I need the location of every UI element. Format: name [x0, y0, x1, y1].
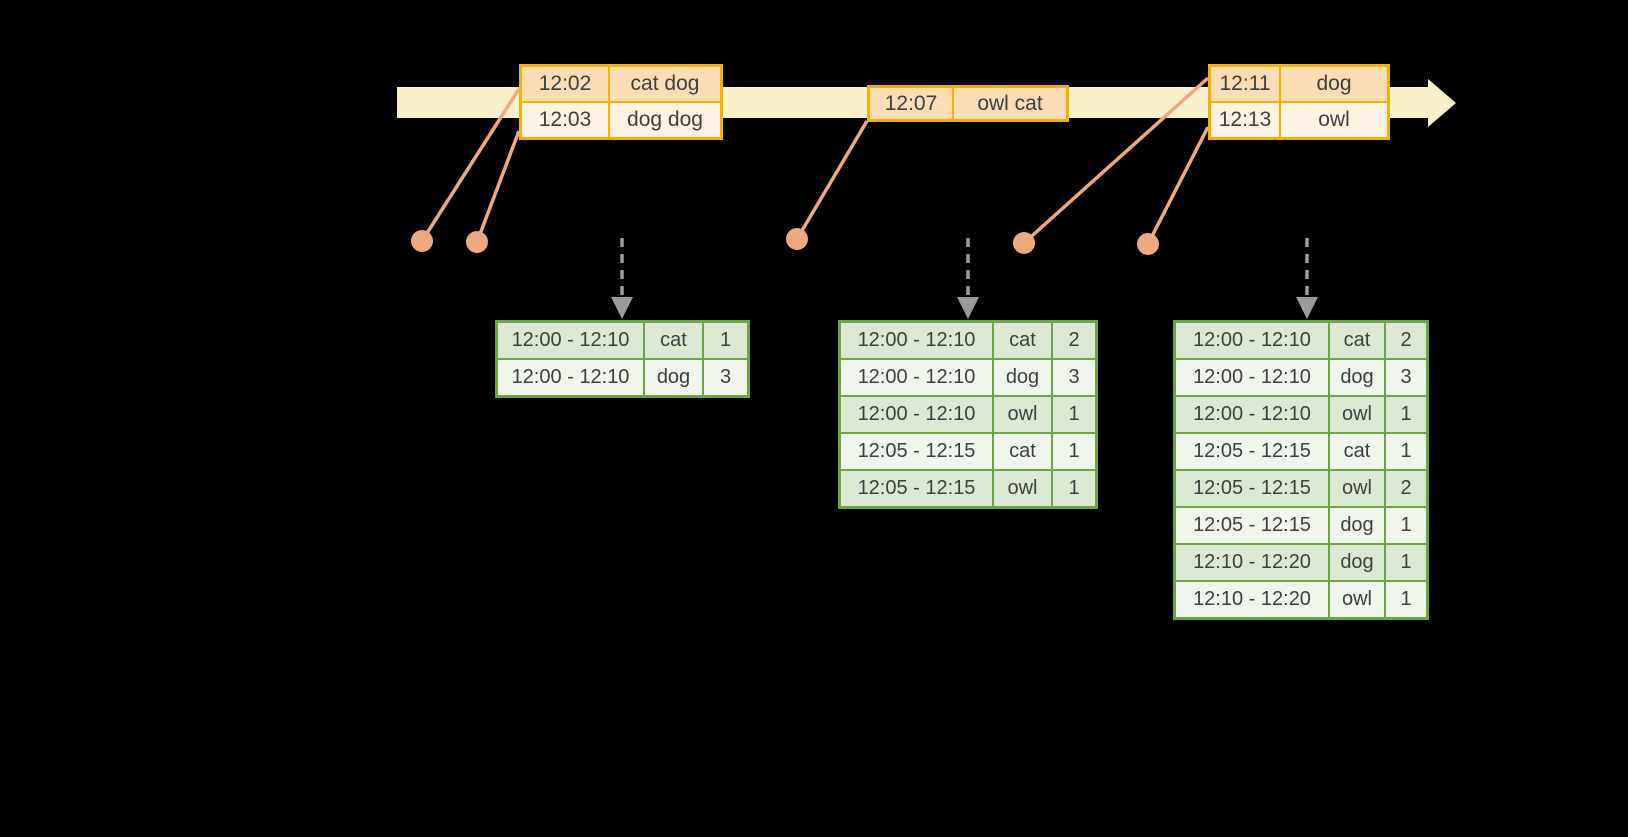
event-cell: 12:13 [1211, 103, 1279, 137]
result-cell: 12:05 - 12:15 [1176, 471, 1328, 506]
result-cell: owl [994, 471, 1051, 506]
event-dot [1137, 233, 1159, 255]
result-cell: cat [994, 323, 1051, 358]
result-cell: 2 [1053, 323, 1095, 358]
event-cell: 12:03 [522, 103, 608, 137]
result-cell: 3 [1386, 360, 1426, 395]
result-cell: dog [994, 360, 1051, 395]
event-cell: owl cat [954, 88, 1066, 119]
connector-line [420, 88, 521, 242]
result-cell: 2 [1386, 323, 1426, 358]
result-cell: owl [994, 397, 1051, 432]
result-cell: owl [1330, 471, 1384, 506]
trigger-arrow-icon [957, 238, 979, 319]
result-cell: dog [1330, 508, 1384, 543]
result-cell: dog [645, 360, 702, 395]
result-cell: 1 [704, 323, 747, 358]
event-cell: 12:02 [522, 67, 608, 101]
result-cell: 12:00 - 12:10 [841, 323, 992, 358]
result-cell: 1 [1386, 545, 1426, 580]
trigger-arrow-head [611, 297, 633, 319]
result-cell: cat [1330, 434, 1384, 469]
connector-line [1022, 76, 1210, 245]
event-cell: cat dog [610, 67, 720, 101]
result-cell: 1 [1053, 471, 1095, 506]
connector-line [475, 130, 521, 243]
result-cell: 2 [1386, 471, 1426, 506]
result-cell: 1 [1386, 582, 1426, 617]
result-cell: dog [1330, 360, 1384, 395]
result-cell: 1 [1053, 434, 1095, 469]
result-cell: 12:10 - 12:20 [1176, 582, 1328, 617]
result-cell: 12:05 - 12:15 [1176, 434, 1328, 469]
trigger-arrow-icon [611, 238, 633, 319]
result-cell: owl [1330, 582, 1384, 617]
connector-line [1146, 126, 1210, 245]
result-cell: cat [645, 323, 702, 358]
trigger-arrow-icon [1296, 238, 1318, 319]
event-dot [786, 228, 808, 250]
result-cell: 12:00 - 12:10 [498, 360, 643, 395]
event-cell: 12:11 [1211, 67, 1279, 101]
event-dot [466, 231, 488, 253]
result-cell: 12:00 - 12:10 [498, 323, 643, 358]
event-cell: dog [1281, 67, 1387, 101]
result-cell: 3 [1053, 360, 1095, 395]
connector-line [795, 120, 869, 240]
event-cell: 12:07 [870, 88, 952, 119]
result-cell: 1 [1053, 397, 1095, 432]
result-cell: 1 [1386, 434, 1426, 469]
result-cell: 12:00 - 12:10 [1176, 397, 1328, 432]
result-cell: 12:05 - 12:15 [1176, 508, 1328, 543]
result-cell: 12:05 - 12:15 [841, 471, 992, 506]
result-cell: 3 [704, 360, 747, 395]
result-cell: cat [994, 434, 1051, 469]
event-cell: dog dog [610, 103, 720, 137]
event-connector-lines [420, 76, 1210, 245]
result-cell: 12:00 - 12:10 [1176, 323, 1328, 358]
result-cell: owl [1330, 397, 1384, 432]
result-cell: 12:00 - 12:10 [841, 397, 992, 432]
event-cell: owl [1281, 103, 1387, 137]
event-dot [411, 230, 433, 252]
result-cell: 1 [1386, 397, 1426, 432]
result-cell: 12:00 - 12:10 [841, 360, 992, 395]
result-cell: dog [1330, 545, 1384, 580]
trigger-arrow-head [1296, 297, 1318, 319]
result-cell: cat [1330, 323, 1384, 358]
event-dot [1013, 232, 1035, 254]
result-cell: 12:10 - 12:20 [1176, 545, 1328, 580]
trigger-arrow-head [957, 297, 979, 319]
result-cell: 12:00 - 12:10 [1176, 360, 1328, 395]
result-cell: 12:05 - 12:15 [841, 434, 992, 469]
result-cell: 1 [1386, 508, 1426, 543]
